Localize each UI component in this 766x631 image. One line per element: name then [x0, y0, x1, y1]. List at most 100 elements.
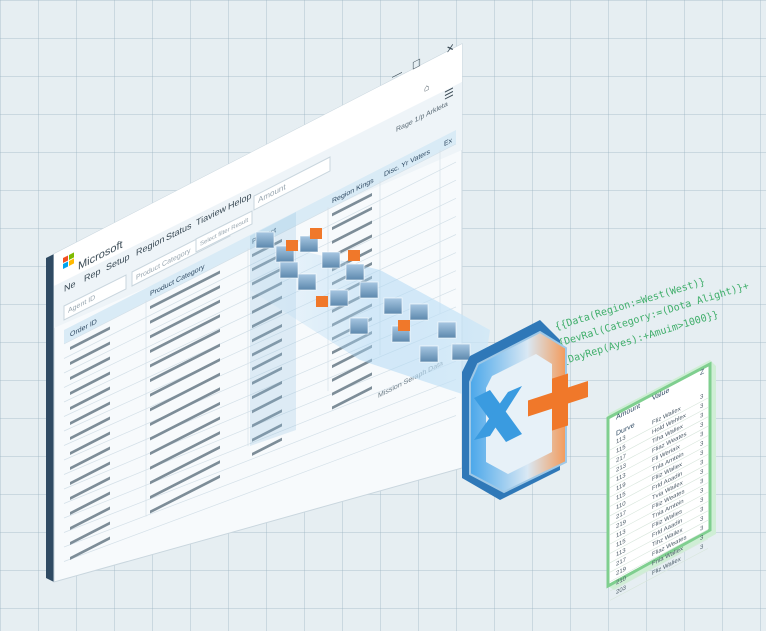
result-table-cell: 3	[700, 449, 704, 458]
data-cube	[383, 297, 403, 315]
table-cell	[252, 409, 282, 428]
table-cell	[70, 401, 110, 425]
result-table-cell: 217	[616, 453, 626, 465]
result-table-cell: 110	[616, 500, 626, 512]
table-cell	[150, 314, 220, 353]
table-cell	[332, 372, 372, 396]
data-cube	[279, 261, 299, 279]
table-cell	[70, 476, 110, 500]
column-header[interactable]: Ex	[444, 135, 452, 148]
close-button[interactable]: ✕	[446, 41, 454, 57]
result-table-cell: 3	[700, 393, 704, 402]
window-edge	[46, 254, 54, 582]
table-cell	[70, 431, 110, 455]
result-table-cell: 3	[700, 534, 704, 543]
table-cell	[150, 343, 220, 383]
table-cell	[332, 386, 372, 410]
filter-result-dropdown[interactable]	[195, 210, 253, 253]
highlight-cube	[286, 240, 298, 251]
result-table-cell: 3	[700, 515, 704, 524]
table-cell	[150, 474, 220, 514]
result-table-cell: 3	[700, 421, 704, 430]
table-cell	[70, 491, 110, 515]
result-table-cell: 115	[616, 537, 626, 549]
microsoft-logo-icon	[63, 252, 74, 269]
result-table-cell: 213	[616, 462, 626, 474]
data-cube	[409, 303, 429, 321]
title-bar	[54, 44, 462, 286]
result-table-cell: 3	[700, 440, 704, 449]
result-table-cell: 3	[700, 430, 704, 439]
table-cell	[332, 192, 372, 217]
table-cell	[70, 341, 110, 365]
highlight-cube	[316, 296, 328, 307]
table-cell	[70, 386, 110, 410]
x-letter-icon	[474, 386, 522, 442]
result-column-header: Z	[700, 366, 705, 377]
data-cube	[255, 231, 275, 249]
agent-id-field[interactable]	[63, 274, 127, 321]
table-cell	[150, 416, 220, 456]
result-table-cell: 3	[700, 524, 704, 533]
table-cell	[150, 431, 220, 470]
data-cube	[297, 273, 317, 291]
menu-item-0[interactable]: Ne	[64, 279, 75, 295]
table-cell	[252, 395, 282, 414]
data-cube	[419, 345, 439, 363]
table-cell	[150, 328, 220, 368]
result-table-cell: 219	[616, 565, 626, 577]
table-cell	[70, 326, 110, 350]
table-cell	[70, 521, 110, 545]
table-cell	[150, 270, 220, 310]
table-cell	[332, 206, 372, 231]
table-cell	[252, 338, 282, 357]
table-cell	[70, 461, 110, 485]
table-cell	[70, 446, 110, 470]
menu-icon[interactable]: ☰	[444, 86, 454, 103]
table-cell	[150, 445, 220, 485]
highlight-cube	[398, 320, 410, 331]
result-table-cell: 210	[616, 575, 626, 587]
data-cube	[299, 235, 319, 253]
table-cell	[150, 358, 220, 397]
result-table-cell: 3	[700, 402, 704, 411]
data-cube	[321, 251, 341, 269]
table-cell	[70, 506, 110, 530]
data-transfer-beam	[250, 228, 490, 400]
plus-icon	[528, 373, 588, 431]
result-table-cell: 113	[616, 472, 626, 484]
highlight-cube	[348, 250, 360, 261]
minimize-button[interactable]: —	[392, 66, 402, 83]
result-table-cell: 3	[700, 487, 704, 496]
data-cubes	[255, 228, 471, 363]
table-cell	[252, 324, 282, 343]
table-cell	[150, 401, 220, 441]
table-cell	[70, 371, 110, 395]
table-cell	[150, 460, 220, 499]
share-icon[interactable]: ⌂	[424, 82, 429, 95]
data-cube	[345, 263, 365, 281]
result-table-cell: 3	[700, 543, 704, 552]
result-table-cell: 3	[700, 411, 704, 420]
result-table-cell: 115	[616, 490, 626, 502]
formula-expression: {{Data(Region:=West(West)} +{{DevRal(Cat…	[546, 277, 751, 371]
highlight-cube	[310, 228, 322, 239]
table-cells	[70, 192, 372, 560]
table-cell	[252, 309, 282, 329]
data-cube	[451, 343, 471, 361]
amount-search-input[interactable]	[253, 156, 331, 211]
maximize-button[interactable]: ☐	[412, 57, 421, 73]
result-table-cell: 113	[616, 528, 626, 540]
result-table-cell: 113	[616, 547, 626, 559]
data-cube	[349, 317, 369, 335]
table-cell	[252, 437, 282, 456]
table-cell	[332, 220, 372, 244]
result-table-cell: 203	[616, 584, 626, 596]
result-table-cell: 3	[700, 458, 704, 467]
data-cube	[437, 321, 457, 339]
data-cube	[359, 281, 379, 299]
result-table-cell: 115	[616, 443, 626, 455]
table-cell	[332, 358, 372, 382]
